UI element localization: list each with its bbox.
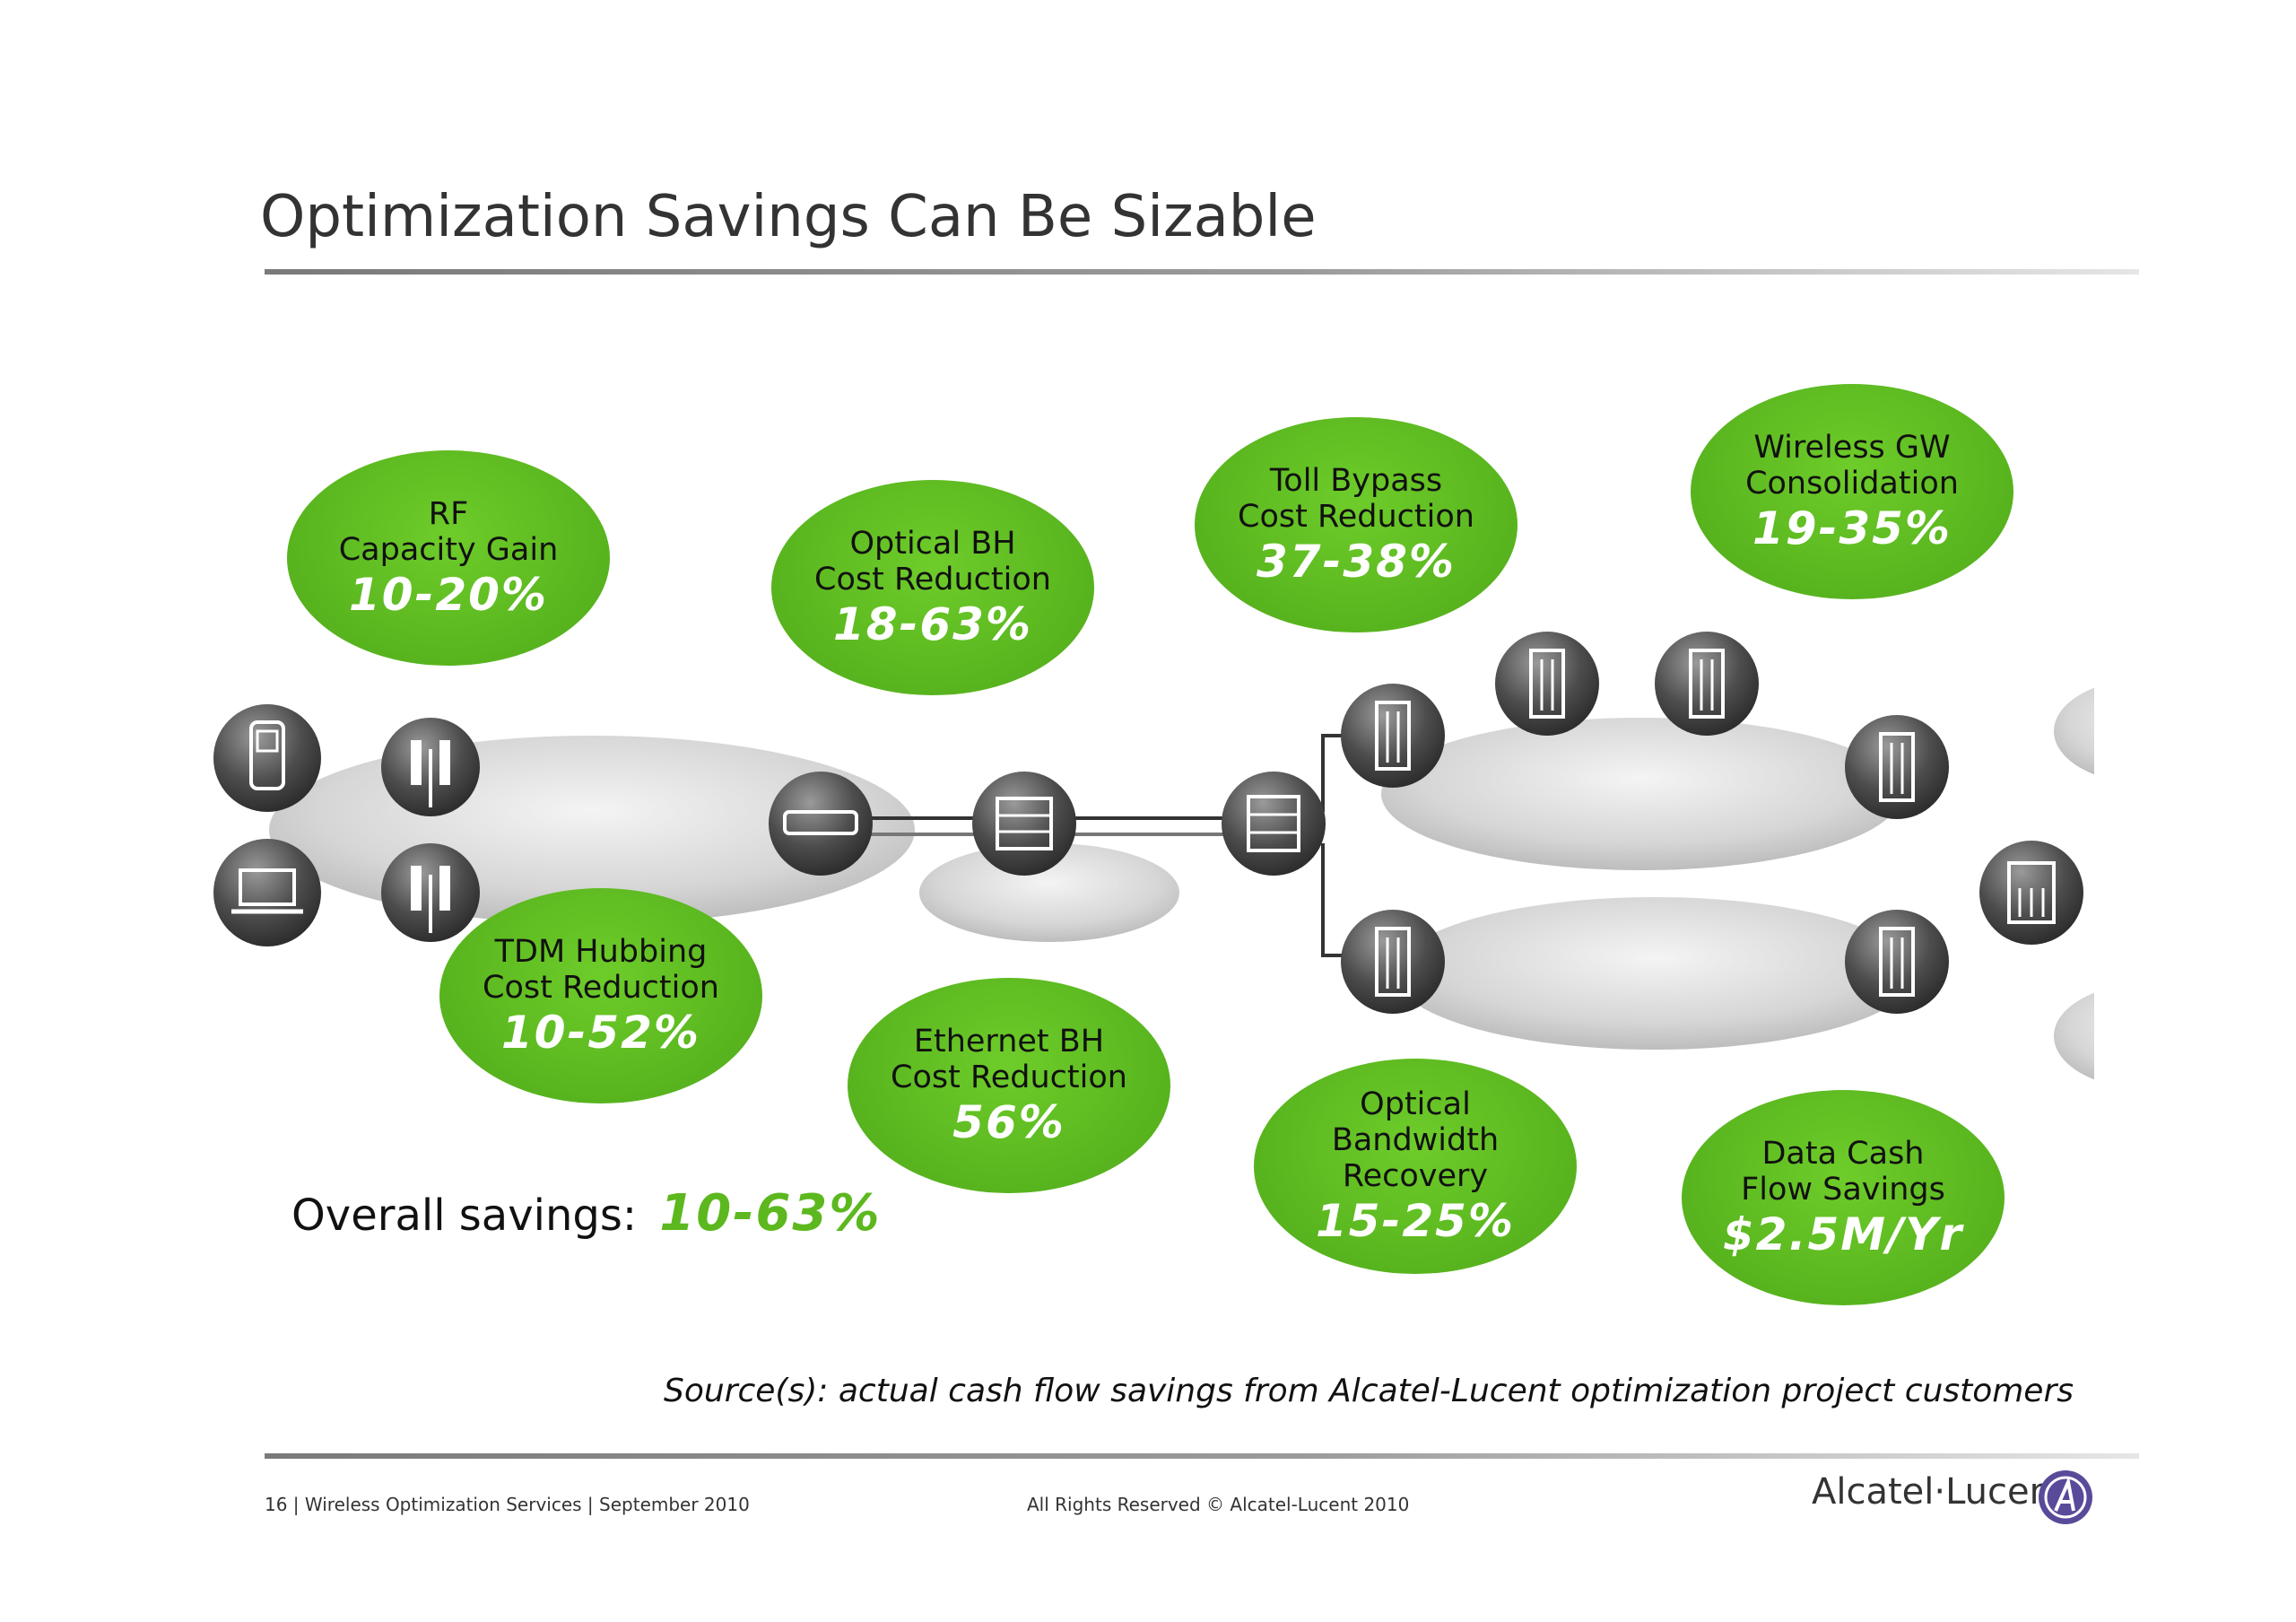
source-note: Source(s): actual cash flow savings from…: [664, 1373, 2074, 1409]
bubble-rf-capacity-gain: RF Capacity Gain 10-20%: [287, 450, 610, 666]
bubble-label: Optical Bandwidth Recovery: [1331, 1086, 1500, 1194]
server-icon: [1341, 910, 1445, 1014]
laptop-icon: [213, 839, 321, 946]
bubble-ethernet-bh-cost-reduction: Ethernet BH Cost Reduction 56%: [848, 978, 1170, 1193]
bubble-value: 19-35%: [1752, 502, 1952, 554]
router-icon: [769, 772, 873, 876]
footer-page-info: 16 | Wireless Optimization Services | Se…: [265, 1494, 750, 1515]
page-title: Optimization Savings Can Be Sizable: [260, 184, 1317, 250]
server-icon: [1979, 841, 2083, 945]
bubble-optical-bh-cost-reduction: Optical BH Cost Reduction 18-63%: [771, 480, 1094, 695]
bubble-toll-bypass-cost-reduction: Toll Bypass Cost Reduction 37-38%: [1195, 417, 1518, 632]
overall-savings-label: Overall savings:: [291, 1190, 638, 1241]
server-icon: [1845, 715, 1949, 819]
overall-savings-value: 10-63%: [659, 1184, 882, 1243]
bubble-label: RF Capacity Gain: [338, 496, 559, 568]
bubble-value: 15-25%: [1315, 1195, 1515, 1247]
bubble-label: Optical BH Cost Reduction: [814, 526, 1051, 597]
server-icon: [1341, 684, 1445, 788]
server-icon: [1655, 632, 1759, 736]
mobile-phone-icon: [213, 704, 321, 812]
bubble-label: Data Cash Flow Savings: [1741, 1136, 1945, 1208]
switch-icon: [1222, 772, 1326, 876]
server-icon: [1495, 632, 1599, 736]
bubble-value: $2.5M/Yr: [1722, 1208, 1964, 1260]
bubble-value: 10-52%: [500, 1007, 700, 1059]
alcatel-lucent-logo-icon: [2039, 1470, 2092, 1524]
server-icon: [1845, 910, 1949, 1014]
bubble-value: 37-38%: [1256, 536, 1456, 588]
cell-tower-icon: [381, 718, 480, 816]
bubble-value: 18-63%: [832, 598, 1032, 650]
footer-divider: [265, 1453, 2139, 1459]
center-platform: [919, 843, 1179, 942]
bubble-label: Ethernet BH Cost Reduction: [891, 1024, 1127, 1095]
title-divider: [265, 269, 2139, 275]
bubble-value: 56%: [952, 1096, 1065, 1148]
cell-tower-icon: [381, 843, 480, 942]
bubble-value: 10-20%: [348, 569, 548, 621]
brand-name: Alcatel·Lucent: [1812, 1471, 2066, 1513]
overall-savings: Overall savings: 10-63%: [291, 1184, 882, 1243]
bubble-tdm-hubbing-cost-reduction: TDM Hubbing Cost Reduction 10-52%: [439, 888, 762, 1103]
bubble-wireless-gw-consolidation: Wireless GW Consolidation 19-35%: [1691, 384, 2013, 599]
switch-icon: [972, 772, 1076, 876]
lower-right-platform: [1395, 897, 1915, 1050]
footer-copyright: All Rights Reserved © Alcatel-Lucent 201…: [1027, 1494, 1410, 1515]
bubble-label: TDM Hubbing Cost Reduction: [483, 934, 719, 1006]
upper-right-platform: [1381, 718, 1901, 870]
bubble-data-cash-flow-savings: Data Cash Flow Savings $2.5M/Yr: [1682, 1090, 2005, 1305]
bubble-label: Toll Bypass Cost Reduction: [1238, 463, 1474, 535]
bubble-optical-bandwidth-recovery: Optical Bandwidth Recovery 15-25%: [1254, 1059, 1577, 1274]
bubble-label: Wireless GW Consolidation: [1745, 430, 1959, 501]
